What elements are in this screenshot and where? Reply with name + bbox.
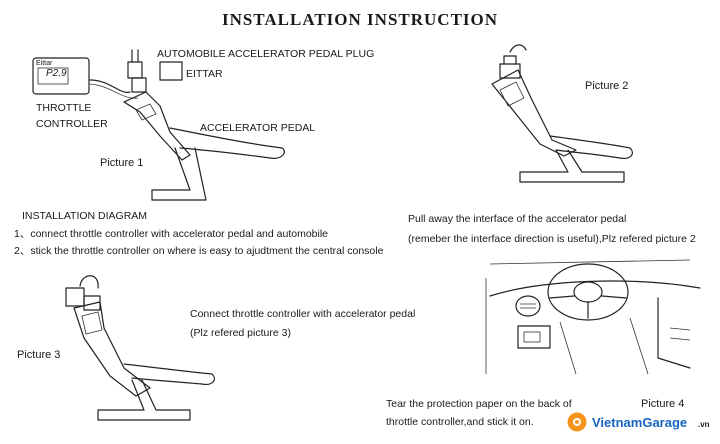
picture4-line2: throttle controller,and stick it on. [386,416,534,428]
throttle-controller-label-line1: THROTTLE [36,102,92,114]
picture3-illustration [65,275,215,421]
picture1-illustration [32,49,285,201]
picture4-caption: Picture 4 [641,398,685,410]
watermark-suffix: .vn [698,420,710,429]
diagram-step1: 1、connect throttle controller with accel… [14,228,329,240]
device-display: P2.9 [46,68,67,79]
picture4-illustration [485,259,701,375]
picture4-line1: Tear the protection paper on the back of [386,398,572,410]
accelerator-pedal-label: ACCELERATOR PEDAL [200,122,316,134]
gear-icon [567,412,587,432]
diagram-step2: 2、stick the throttle controller on where… [14,245,384,257]
page-title: INSTALLATION INSTRUCTION [221,10,499,29]
installation-diagram-heading: INSTALLATION DIAGRAM [22,210,148,222]
throttle-controller-label-line2: CONTROLLER [36,118,108,130]
picture3-line1: Connect throttle controller with acceler… [190,308,416,320]
pedal-plug-label: AUTOMOBILE ACCELERATOR PEDAL PLUG [157,48,375,60]
picture1-caption: Picture 1 [100,157,144,169]
eittar-label: EITTAR [186,68,223,80]
picture2-caption: Picture 2 [585,80,629,92]
picture3-caption: Picture 3 [17,349,61,361]
device-brand: Eittar [36,60,53,67]
pull-line2: (remeber the interface direction is usef… [408,233,696,245]
picture3-line2: (Plz refered picture 3) [190,327,291,339]
pull-line1: Pull away the interface of the accelerat… [408,213,627,225]
picture2-illustration [491,44,633,183]
watermark-brand: VietnamGarage [592,415,688,430]
watermark-logo: VietnamGarage .vn [566,409,716,437]
